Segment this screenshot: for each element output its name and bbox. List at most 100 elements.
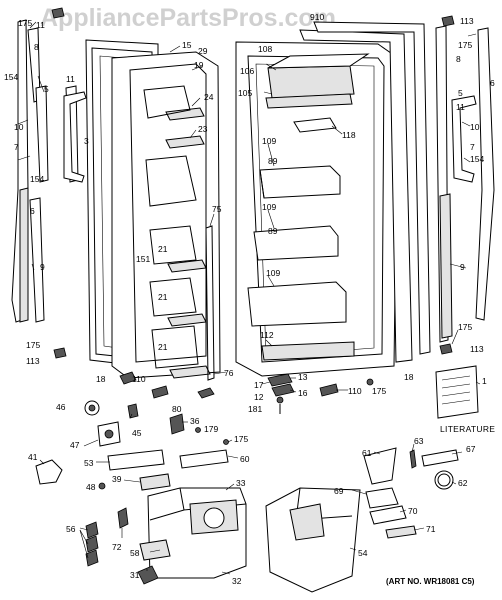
callout-89-upper: 89 — [268, 156, 278, 166]
callout-56: 56 — [66, 524, 76, 534]
callout-110-right: 110 — [348, 386, 362, 396]
callout-5-left: 5 — [44, 84, 49, 94]
callout-80: 80 — [172, 404, 182, 414]
callout-175-left-top: 175 — [18, 18, 32, 28]
callout-10-left: 10 — [14, 122, 24, 132]
fresh-food-handle — [451, 95, 477, 183]
freezer-rod — [205, 225, 215, 381]
callout-58: 58 — [130, 548, 140, 558]
leader-lines — [17, 21, 481, 575]
callout-18-right: 18 — [404, 372, 414, 382]
gear-31 — [137, 565, 159, 585]
callout-29: 29 — [198, 46, 208, 56]
callout-109-upper: 109 — [262, 136, 276, 146]
callout-9-right: 9 — [460, 262, 465, 272]
callout-46: 46 — [56, 402, 66, 412]
callout-labels: 175 11 8 154 5 11 10 7 3 154 6 9 175 113… — [4, 12, 495, 586]
callout-175-right-bottom: 175 — [458, 322, 472, 332]
callout-33: 33 — [236, 478, 246, 488]
callout-1: 1 — [482, 376, 487, 386]
callout-63: 63 — [414, 436, 424, 446]
callout-70: 70 — [408, 506, 418, 516]
callout-9-left: 9 — [40, 262, 45, 272]
callout-8-right: 8 — [456, 54, 461, 64]
callout-175-bottom: 175 — [234, 434, 248, 444]
callout-76: 76 — [224, 368, 234, 378]
switch-45 — [127, 403, 139, 419]
callout-24: 24 — [204, 92, 214, 102]
callout-118: 118 — [342, 130, 356, 140]
fresh-food-bracket — [319, 383, 339, 397]
callout-108: 108 — [258, 44, 272, 54]
screw-175-bottom — [223, 439, 229, 445]
cap-top-left — [51, 7, 65, 19]
freezer-hinge-cap — [119, 371, 137, 385]
door-bin-upper — [259, 165, 341, 199]
gasket-ring-62 — [434, 470, 454, 490]
callout-154-left-top: 154 — [4, 72, 18, 82]
cap-113-top — [441, 15, 455, 27]
screw-175-center — [366, 378, 374, 386]
callout-17: 17 — [254, 380, 264, 390]
callout-154-left-bottom: 154 — [30, 174, 44, 184]
callout-21-lower: 21 — [158, 342, 168, 352]
callout-41: 41 — [28, 452, 38, 462]
callout-62: 62 — [458, 478, 468, 488]
dispenser-plate-53 — [107, 449, 165, 471]
callout-175-right-top: 175 — [458, 40, 472, 50]
callout-21-middle: 21 — [158, 292, 168, 302]
callout-31: 31 — [130, 570, 140, 580]
callout-67: 67 — [466, 444, 476, 454]
callout-21-upper: 21 — [158, 244, 168, 254]
callout-60: 60 — [240, 454, 250, 464]
literature-booklet — [435, 365, 479, 419]
callout-75: 75 — [212, 204, 222, 214]
callout-13: 13 — [298, 372, 308, 382]
lever-67 — [421, 449, 459, 467]
callout-3: 3 — [84, 136, 89, 146]
arm-70 — [369, 505, 407, 525]
door-bin-lower — [247, 281, 347, 327]
panel-39 — [139, 473, 171, 491]
callout-54: 54 — [358, 548, 368, 558]
hinge-assembly — [267, 373, 295, 414]
actuator-36 — [169, 413, 185, 435]
callout-23: 23 — [198, 124, 208, 134]
dispenser-handle-60 — [179, 449, 229, 469]
callout-48: 48 — [86, 482, 96, 492]
dairy-compartment — [265, 53, 370, 109]
fresh-food-door-gasket — [299, 21, 431, 363]
callout-113-left: 113 — [26, 356, 40, 366]
callout-72: 72 — [112, 542, 122, 552]
callout-53: 53 — [84, 458, 94, 468]
watermark-text: AppliancePartsPros.com — [40, 4, 336, 32]
callout-15: 15 — [182, 40, 192, 50]
switch-housing-47 — [97, 421, 121, 447]
parts-56 — [85, 521, 99, 567]
callout-89-lower: 89 — [268, 226, 278, 236]
callout-181: 181 — [248, 404, 262, 414]
callout-11-left: 11 — [66, 74, 75, 84]
callout-112: 112 — [260, 330, 274, 340]
callout-106: 106 — [240, 66, 254, 76]
rod-end — [197, 387, 215, 399]
chute-61 — [363, 447, 397, 485]
callout-105: 105 — [238, 88, 252, 98]
bracket-69 — [365, 487, 399, 509]
callout-175-center: 175 — [372, 386, 386, 396]
callout-71: 71 — [426, 524, 436, 534]
callout-6-left: 6 — [30, 206, 35, 216]
callout-12: 12 — [254, 392, 264, 402]
callout-45: 45 — [132, 428, 142, 438]
callout-16: 16 — [298, 388, 308, 398]
callout-151: 151 — [136, 254, 150, 264]
dispenser-cover-54 — [265, 487, 361, 593]
callout-175-left-bottom: 175 — [26, 340, 40, 350]
callout-69: 69 — [334, 486, 344, 496]
callout-36: 36 — [190, 416, 200, 426]
callout-179: 179 — [204, 424, 218, 434]
fresh-food-trim-strips — [435, 25, 495, 343]
callout-61: 61 — [362, 448, 372, 458]
callout-113-right-bottom: 113 — [470, 344, 484, 354]
